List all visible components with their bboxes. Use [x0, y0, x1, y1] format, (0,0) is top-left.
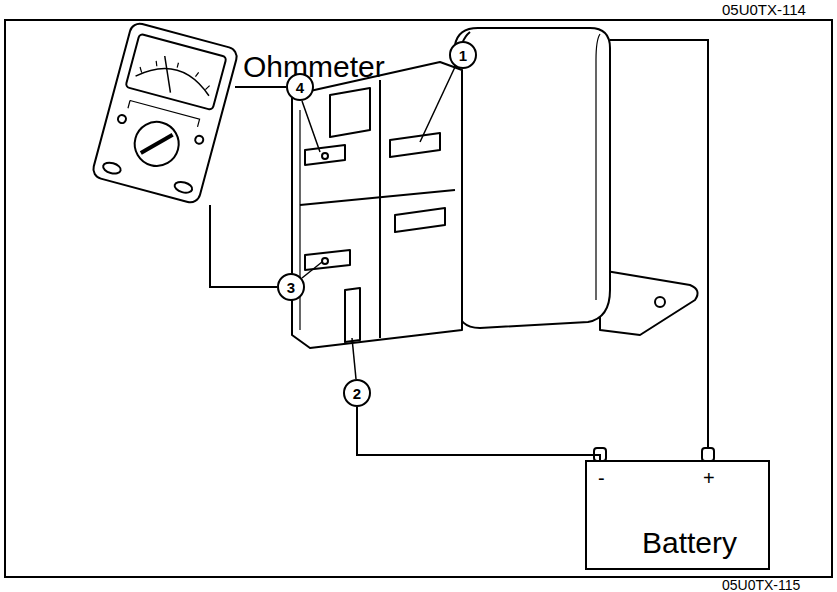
terminal-sign: + [703, 468, 715, 488]
leader-line [302, 67, 455, 379]
wire [610, 40, 708, 448]
terminal-sign: - [598, 468, 605, 488]
callout-circle: 4 [286, 73, 314, 101]
callout-number: 2 [353, 386, 361, 401]
callout-circle: 2 [343, 379, 371, 407]
wire [357, 407, 600, 460]
callout-number: 1 [459, 48, 467, 63]
callout-number: 4 [296, 80, 304, 95]
figure-code: 05U0TX-115 [722, 578, 800, 592]
callout-number: 3 [287, 280, 295, 295]
battery-box: - + Battery [585, 460, 770, 570]
ohmmeter: Ohmmeter [95, 22, 235, 205]
frame [5, 20, 832, 577]
component-name: Battery [642, 528, 737, 558]
component-name: Ohmmeter [243, 52, 385, 82]
figure-code: 05U0TX-114 [722, 2, 806, 17]
ohmmeter-symbol [91, 21, 239, 204]
wire [235, 86, 286, 88]
wire [210, 205, 277, 287]
callout-circle: 1 [449, 41, 477, 69]
callout-circle: 3 [277, 273, 305, 301]
